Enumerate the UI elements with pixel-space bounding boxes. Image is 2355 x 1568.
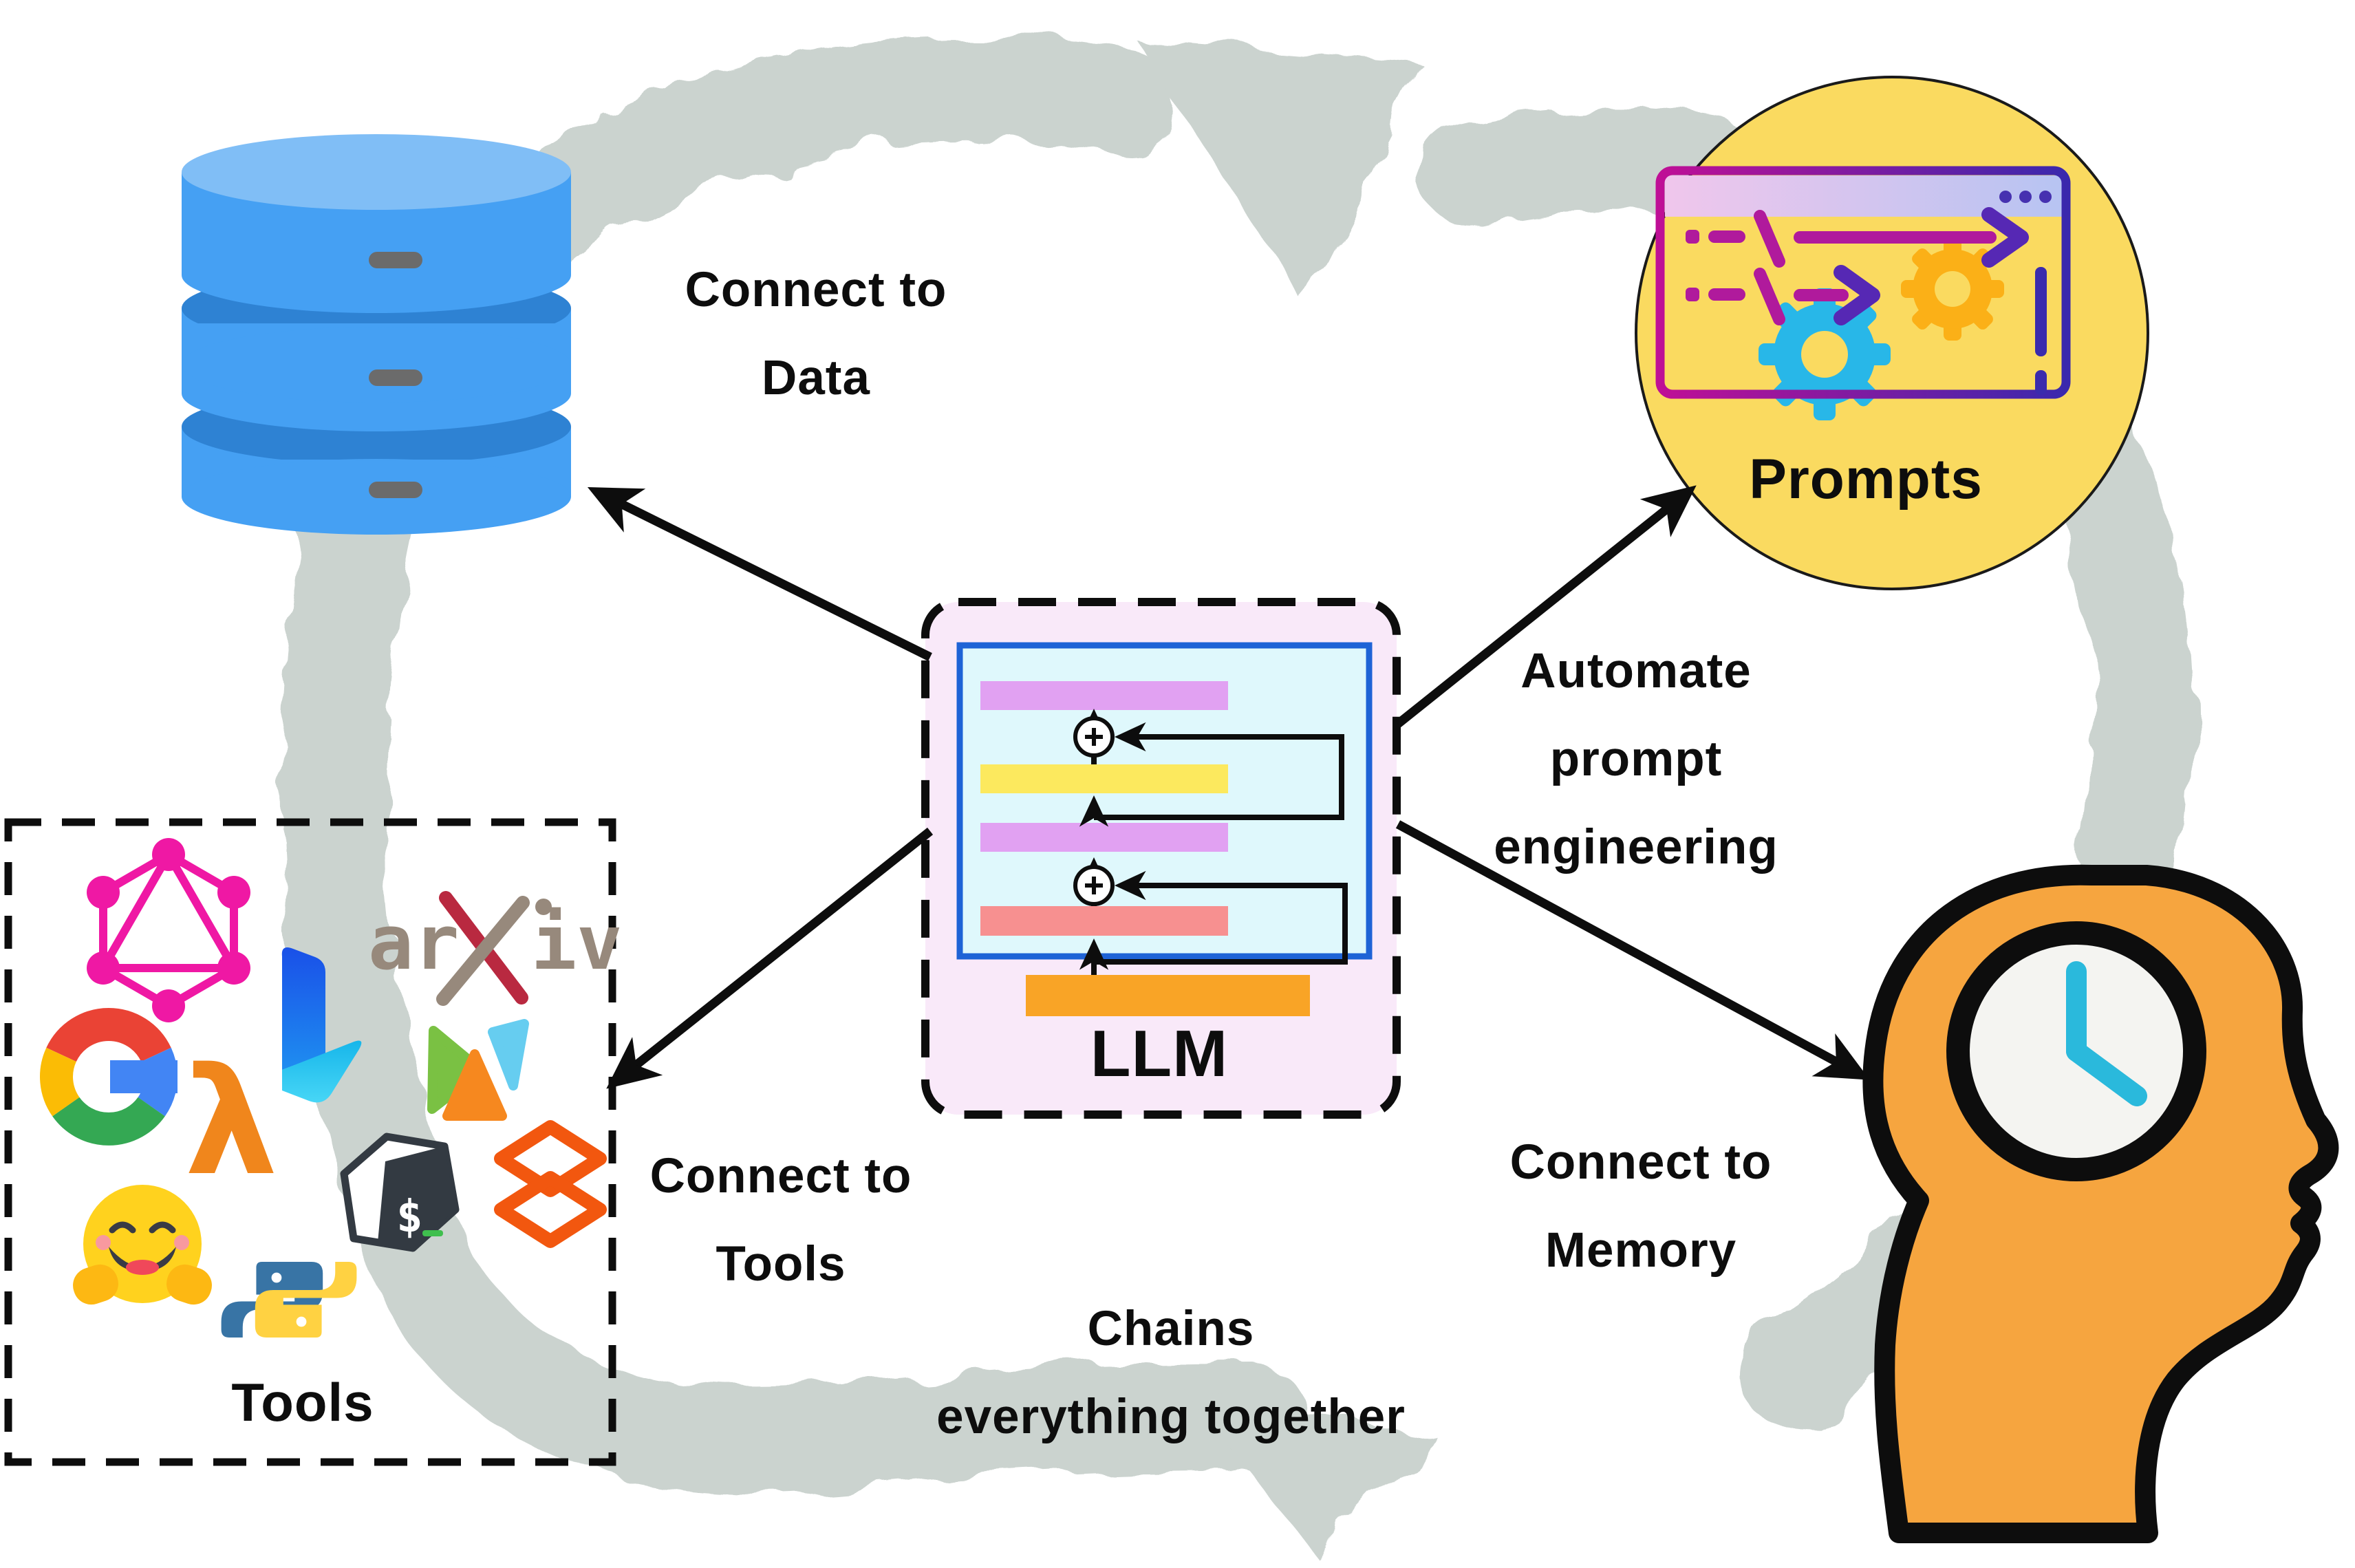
google-logo xyxy=(40,1008,178,1146)
arrow-llm-to-data xyxy=(587,487,932,661)
database-icon xyxy=(182,134,571,535)
prompts-label: Prompts xyxy=(1749,448,1983,511)
add-node-icon xyxy=(1073,716,1115,758)
llm-node xyxy=(921,598,1401,1119)
add-node-icon xyxy=(1073,865,1115,906)
prompts-circle xyxy=(1635,76,2149,590)
head-clock-icon xyxy=(1862,864,2339,1543)
shell-prompt-text: $ xyxy=(396,1192,423,1243)
arxiv-logo: ar iv xyxy=(368,891,622,1006)
cycle-arrow-left-band xyxy=(281,36,1304,1491)
automate-prompt-engineering-label: Automate prompt engineering xyxy=(1494,627,1778,892)
connect-to-memory-line2: Memory xyxy=(1545,1223,1737,1278)
connect-to-tools-line2: Tools xyxy=(716,1237,846,1291)
window-scrollbar xyxy=(2035,267,2047,395)
code-line-icon xyxy=(1686,207,2029,268)
tools-label: Tools xyxy=(231,1372,374,1432)
automate-line3: engineering xyxy=(1494,820,1778,874)
window-dots-icon xyxy=(1999,191,2052,203)
layer-bar-salmon xyxy=(980,906,1228,936)
connector-arrows xyxy=(587,485,1870,1089)
connect-to-data-label: Connect to Data xyxy=(685,246,947,422)
layer-bar-yellow xyxy=(980,764,1228,793)
connect-to-tools-label: Connect to Tools xyxy=(650,1132,912,1309)
bash-shell-logo: $ xyxy=(340,1132,460,1252)
chains-everything-together-label: Chains everything together xyxy=(936,1285,1406,1461)
arrow-llm-to-memory xyxy=(1395,820,1870,1080)
llm-label: LLM xyxy=(1090,1017,1229,1091)
chains-line2: everything together xyxy=(936,1390,1406,1444)
python-logo xyxy=(221,1262,357,1338)
cycle-arrowhead-top xyxy=(1137,40,1421,300)
connect-to-data-line1: Connect to xyxy=(685,263,947,317)
graphql-logo xyxy=(87,838,250,1022)
input-bar-orange xyxy=(1026,975,1310,1016)
database-slot xyxy=(369,369,422,386)
clock-hands xyxy=(2066,961,2147,1106)
code-line-icon xyxy=(1686,265,1880,325)
cycle-arrowhead-bottom xyxy=(1185,1390,1435,1559)
layer-bar-violet xyxy=(980,681,1228,710)
bing-logo xyxy=(281,947,362,1103)
arrow-llm-to-tools xyxy=(606,827,934,1089)
databricks-logo xyxy=(494,1120,607,1248)
prompt-window-icon xyxy=(1655,166,2071,399)
shell-cursor xyxy=(422,1230,443,1236)
arxiv-x xyxy=(436,896,530,1006)
arxiv-text-suffix: iv xyxy=(531,899,622,987)
tools-node: ar iv λ $ xyxy=(4,818,622,1466)
database-slot xyxy=(369,482,422,498)
arrow-llm-to-prompts xyxy=(1395,485,1697,728)
connect-to-tools-line1: Connect to xyxy=(649,1149,912,1203)
connect-to-data-line2: Data xyxy=(762,351,870,405)
aws-lambda-logo: λ xyxy=(184,1035,278,1208)
database-slot xyxy=(369,252,422,268)
arxiv-text-prefix: ar xyxy=(368,899,459,987)
prompts-node xyxy=(1635,76,2149,590)
chains-line1: Chains xyxy=(1087,1302,1255,1356)
apify-logo xyxy=(427,1019,529,1121)
huggingface-logo xyxy=(73,1185,212,1305)
connect-to-memory-label: Connect to Memory xyxy=(1510,1119,1772,1295)
layer-bar-violet xyxy=(980,823,1228,852)
automate-line1: Automate xyxy=(1520,644,1752,698)
tools-box xyxy=(4,818,616,1466)
automate-line2: prompt xyxy=(1549,732,1723,786)
connect-to-memory-line1: Connect to xyxy=(1509,1135,1772,1190)
